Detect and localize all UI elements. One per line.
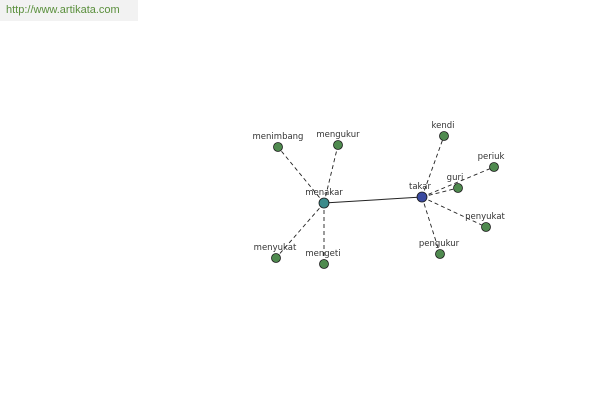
- leaf-node-guri[interactable]: [453, 183, 463, 193]
- node-label-mengukur[interactable]: mengukur: [316, 130, 360, 140]
- leaf-node-mengeti[interactable]: [319, 259, 329, 269]
- node-label-guri[interactable]: guri: [447, 173, 464, 183]
- edge-takar-periuk: [421, 166, 495, 198]
- node-label-pengukur[interactable]: pengukur: [419, 239, 460, 249]
- leaf-node-kendi[interactable]: [439, 131, 449, 141]
- leaf-node-pengukur[interactable]: [435, 249, 445, 259]
- edges-layer: [275, 135, 495, 264]
- leaf-node-menyukat[interactable]: [271, 253, 281, 263]
- edge-menakar-menyukat: [275, 202, 325, 259]
- node-label-menimbang[interactable]: menimbang: [253, 132, 304, 142]
- node-label-takar[interactable]: takar: [409, 182, 432, 192]
- leaf-node-penyukat[interactable]: [481, 222, 491, 232]
- node-label-periuk[interactable]: periuk: [478, 152, 505, 162]
- labels-layer: menimbang mengukur menyukat mengeti kendi per…: [253, 121, 506, 259]
- edge-takar-guri: [421, 187, 459, 198]
- node-label-penyukat[interactable]: penyukat: [465, 212, 505, 222]
- leaf-node-menimbang[interactable]: [273, 142, 283, 152]
- edge-menakar-mengukur: [323, 144, 339, 204]
- node-label-kendi[interactable]: kendi: [432, 121, 455, 131]
- nodes-layer: [271, 131, 499, 269]
- node-label-menyukat[interactable]: menyukat: [254, 243, 297, 253]
- edge-takar-pengukur: [421, 196, 441, 255]
- edge-takar-penyukat: [421, 196, 487, 228]
- edge-menakar-menimbang: [277, 146, 325, 204]
- hub-node-takar[interactable]: [416, 191, 428, 203]
- hub-node-menakar[interactable]: [318, 197, 330, 209]
- edge-takar-kendi: [421, 135, 445, 198]
- node-label-mengeti[interactable]: mengeti: [305, 249, 340, 259]
- leaf-node-periuk[interactable]: [489, 162, 499, 172]
- leaf-node-mengukur[interactable]: [333, 140, 343, 150]
- edge-menakar-takar: [323, 196, 423, 204]
- node-label-menakar[interactable]: menakar: [305, 188, 343, 198]
- site-url[interactable]: http://www.artikata.com: [0, 0, 138, 21]
